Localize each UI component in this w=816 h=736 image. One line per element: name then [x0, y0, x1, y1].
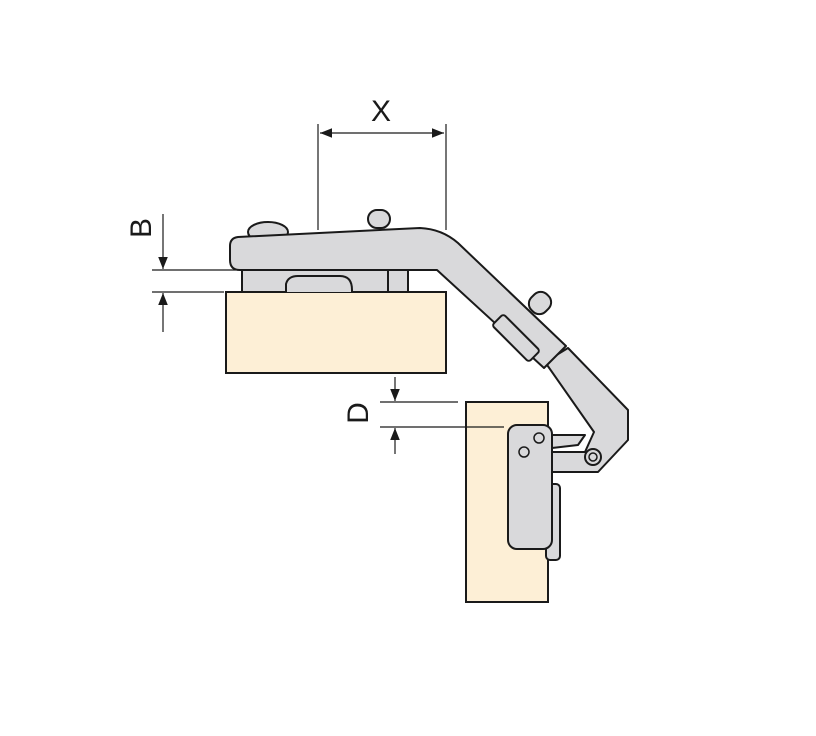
dimension-x-label: X [371, 95, 391, 128]
screw-icon [367, 209, 391, 229]
hinge-lower-arm [544, 347, 629, 473]
dimension-x: X [317, 95, 447, 230]
dimension-b-label: B [125, 218, 158, 238]
dimension-d-label: D [342, 402, 375, 424]
base-plate-boss [285, 275, 353, 292]
screw-icon [527, 290, 553, 316]
dimension-d: D [342, 377, 504, 454]
hinge-upper-arm [229, 227, 567, 369]
dimension-b: B [125, 214, 236, 332]
arm-adjuster [492, 314, 540, 362]
cabinet-side-panel [225, 291, 447, 374]
door-mounting-plate [507, 424, 553, 550]
